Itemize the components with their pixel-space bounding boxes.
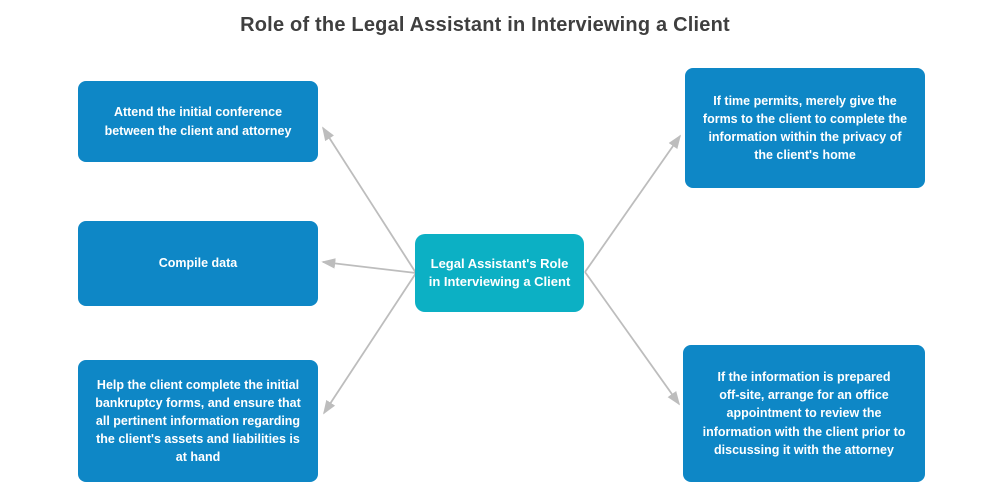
node-help-complete-forms: Help the client complete the initial ban… bbox=[78, 360, 318, 482]
node-legal-assistant-role: Legal Assistant's Role in Interviewing a… bbox=[415, 234, 584, 312]
node-compile-data: Compile data bbox=[78, 221, 318, 306]
node-legal-assistant-role-label: Legal Assistant's Role in Interviewing a… bbox=[428, 255, 571, 289]
connector-to-attend-conference bbox=[322, 126, 417, 274]
diagram-title: Role of the Legal Assistant in Interview… bbox=[240, 14, 730, 36]
connector-to-office-appointment bbox=[584, 271, 681, 406]
node-compile-data-label: Compile data bbox=[158, 256, 238, 271]
node-office-appointment: If the information is prepared off-site,… bbox=[683, 345, 925, 482]
node-office-appointment-label: If the information is prepared off-site,… bbox=[702, 370, 906, 457]
node-give-forms-home-label: If time permits, merely give the forms t… bbox=[702, 93, 908, 163]
connector-to-help-complete-forms bbox=[323, 272, 417, 415]
connector-to-give-forms-home bbox=[584, 134, 682, 273]
node-attend-conference-label: Attend the initial conference between th… bbox=[104, 105, 292, 138]
node-help-complete-forms-label: Help the client complete the initial ban… bbox=[95, 377, 301, 465]
node-give-forms-home: If time permits, merely give the forms t… bbox=[685, 68, 925, 188]
node-attend-conference: Attend the initial conference between th… bbox=[78, 81, 318, 162]
connector-to-compile-data bbox=[321, 258, 417, 274]
